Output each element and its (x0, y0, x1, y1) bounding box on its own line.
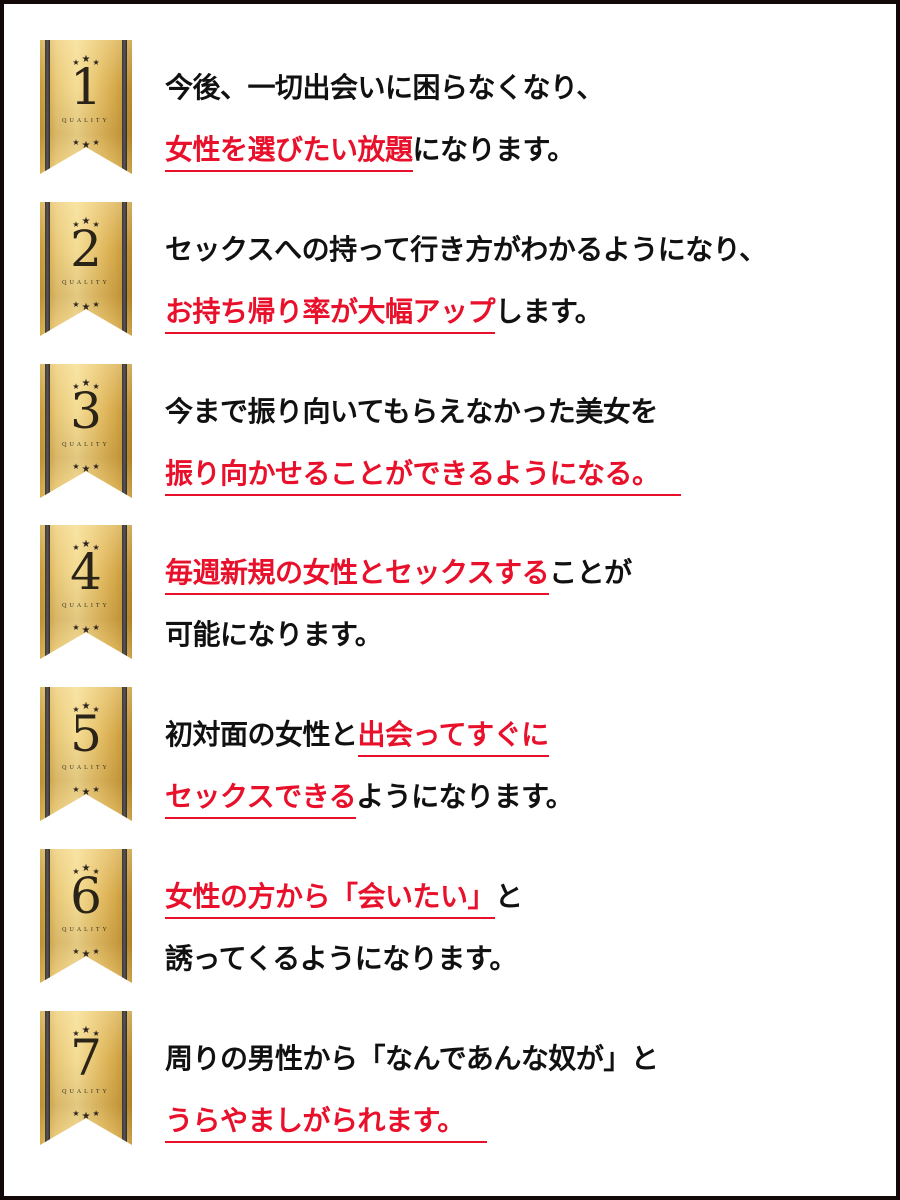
plain-text: セックスへの持って行き方がわかるようになり、 (165, 233, 767, 266)
badge-label: QUALITY (62, 603, 110, 609)
badge-label: QUALITY (62, 280, 110, 286)
benefit-text: 初対面の女性と出会ってすぐに セックスできるようになります。 (165, 709, 574, 833)
benefit-text: セックスへの持って行き方がわかるようになり、 お持ち帰り率が大幅アップします。 (165, 224, 767, 348)
stars-icon: ★★★ (72, 300, 100, 313)
stars-icon: ★★★ (72, 623, 100, 636)
benefit-text: 女性の方から「会いたい」と 誘ってくるようになります。 (165, 871, 523, 995)
stars-icon: ★★★ (72, 1109, 100, 1122)
benefit-line-1: 今後、一切出会いに困らなくなり、 (165, 62, 604, 124)
badge-stripe (45, 849, 50, 983)
benefit-item-7: ★★★ 7 QUALITY ★★★ 周りの男性から「なんであんな奴が」と うらや… (4, 1011, 896, 1151)
plain-text: 今後、一切出会いに困らなくなり、 (165, 71, 604, 104)
ribbon-badge-icon: ★★★ 5 QUALITY ★★★ (40, 687, 132, 821)
stars-icon: ★★★ (72, 138, 100, 151)
benefit-line-1: 今まで振り向いてもらえなかった美女を (165, 386, 681, 448)
plain-text: 今まで振り向いてもらえなかった美女を (165, 395, 658, 428)
stars-icon: ★★★ (72, 1025, 100, 1038)
badge-stripe (45, 525, 50, 659)
benefit-line-2: 女性を選びたい放題になります。 (165, 124, 604, 186)
plain-text: 誘ってくるようになります。 (165, 942, 517, 975)
badge-number: 1 (70, 58, 102, 116)
badge-stripe (122, 687, 127, 821)
highlight-text: 出会ってすぐに (357, 718, 549, 757)
plain-text: と (495, 880, 523, 913)
benefit-item-2: ★★★ 2 QUALITY ★★★ セックスへの持って行き方がわかるようになり、… (4, 202, 896, 342)
stars-icon: ★★★ (72, 539, 100, 552)
badge-label: QUALITY (62, 1089, 110, 1095)
stars-icon: ★★★ (72, 863, 100, 876)
badge-number: 6 (70, 867, 102, 925)
benefit-text: 毎週新規の女性とセックスすることが 可能になります。 (165, 547, 632, 671)
plain-text: 可能になります。 (165, 618, 383, 651)
benefit-line-2: お持ち帰り率が大幅アップします。 (165, 286, 767, 348)
ribbon-badge-icon: ★★★ 6 QUALITY ★★★ (40, 849, 132, 983)
badge-number: 4 (70, 543, 102, 601)
badge-stripe (122, 202, 127, 336)
badge-number: 2 (70, 220, 102, 278)
stars-icon: ★★★ (72, 785, 100, 798)
benefit-item-5: ★★★ 5 QUALITY ★★★ 初対面の女性と出会ってすぐに セックスできる… (4, 687, 896, 827)
plain-text: します。 (495, 295, 603, 328)
badge-stripe (122, 364, 127, 498)
stars-icon: ★★★ (72, 462, 100, 475)
benefit-line-2: 可能になります。 (165, 609, 632, 671)
badge-label: QUALITY (62, 927, 110, 933)
badge-stripe (45, 40, 50, 174)
benefit-line-1: 女性の方から「会いたい」と (165, 871, 523, 933)
stars-icon: ★★★ (72, 378, 100, 391)
badge-stripe (45, 364, 50, 498)
ribbon-badge-icon: ★★★ 3 QUALITY ★★★ (40, 364, 132, 498)
benefit-item-3: ★★★ 3 QUALITY ★★★ 今まで振り向いてもらえなかった美女を 振り向… (4, 364, 896, 504)
plain-text: ことが (549, 556, 632, 589)
benefit-item-6: ★★★ 6 QUALITY ★★★ 女性の方から「会いたい」と 誘ってくるように… (4, 849, 896, 989)
highlight-text: セックスできる (165, 780, 357, 819)
highlight-text: 女性を選びたい放題 (165, 133, 413, 172)
plain-text: 初対面の女性と (165, 718, 358, 751)
badge-stripe (122, 849, 127, 983)
benefit-line-1: 初対面の女性と出会ってすぐに (165, 709, 573, 771)
highlight-text: うらやましがられます。 (165, 1104, 487, 1143)
benefit-line-2: セックスできるようになります。 (165, 771, 574, 833)
benefit-line-2: うらやましがられます。 (165, 1095, 658, 1157)
highlight-text: 振り向かせることができるようになる。 (165, 457, 682, 496)
badge-number: 3 (70, 382, 102, 440)
badge-number: 7 (70, 1029, 102, 1087)
highlight-text: 女性の方から「会いたい」 (165, 880, 496, 919)
benefit-item-1: ★★★ 1 QUALITY ★★★ 今後、一切出会いに困らなくなり、 女性を選び… (4, 40, 896, 180)
badge-stripe (122, 40, 127, 174)
badge-number: 5 (70, 705, 102, 763)
highlight-text: お持ち帰り率が大幅アップ (165, 295, 496, 334)
benefit-line-1: セックスへの持って行き方がわかるようになり、 (165, 224, 767, 286)
badge-stripe (45, 1011, 50, 1145)
stars-icon: ★★★ (72, 701, 100, 714)
stars-icon: ★★★ (72, 54, 100, 67)
badge-label: QUALITY (62, 442, 110, 448)
highlight-text: 毎週新規の女性とセックスする (165, 556, 550, 595)
ribbon-badge-icon: ★★★ 7 QUALITY ★★★ (40, 1011, 132, 1145)
benefit-text: 今後、一切出会いに困らなくなり、 女性を選びたい放題になります。 (165, 62, 604, 186)
benefit-text: 今まで振り向いてもらえなかった美女を 振り向かせることができるようになる。 (165, 386, 682, 510)
ribbon-badge-icon: ★★★ 2 QUALITY ★★★ (40, 202, 132, 336)
benefit-line-2: 振り向かせることができるようになる。 (165, 448, 682, 510)
ribbon-badge-icon: ★★★ 1 QUALITY ★★★ (40, 40, 132, 174)
stars-icon: ★★★ (72, 947, 100, 960)
stars-icon: ★★★ (72, 216, 100, 229)
benefit-line-2: 誘ってくるようになります。 (165, 933, 523, 995)
badge-label: QUALITY (62, 118, 110, 124)
plain-text: になります。 (412, 133, 576, 166)
plain-text: 周りの男性から「なんであんな奴が」と (165, 1042, 659, 1075)
benefit-line-1: 毎週新規の女性とセックスすることが (165, 547, 632, 609)
benefit-text: 周りの男性から「なんであんな奴が」と うらやましがられます。 (165, 1033, 659, 1157)
badge-stripe (45, 687, 50, 821)
benefit-line-1: 周りの男性から「なんであんな奴が」と (165, 1033, 659, 1095)
badge-stripe (122, 525, 127, 659)
badge-stripe (122, 1011, 127, 1145)
plain-text: ようになります。 (356, 780, 574, 813)
badge-label: QUALITY (62, 765, 110, 771)
badge-stripe (45, 202, 50, 336)
benefit-item-4: ★★★ 4 QUALITY ★★★ 毎週新規の女性とセックスすることが 可能にな… (4, 525, 896, 665)
ribbon-badge-icon: ★★★ 4 QUALITY ★★★ (40, 525, 132, 659)
